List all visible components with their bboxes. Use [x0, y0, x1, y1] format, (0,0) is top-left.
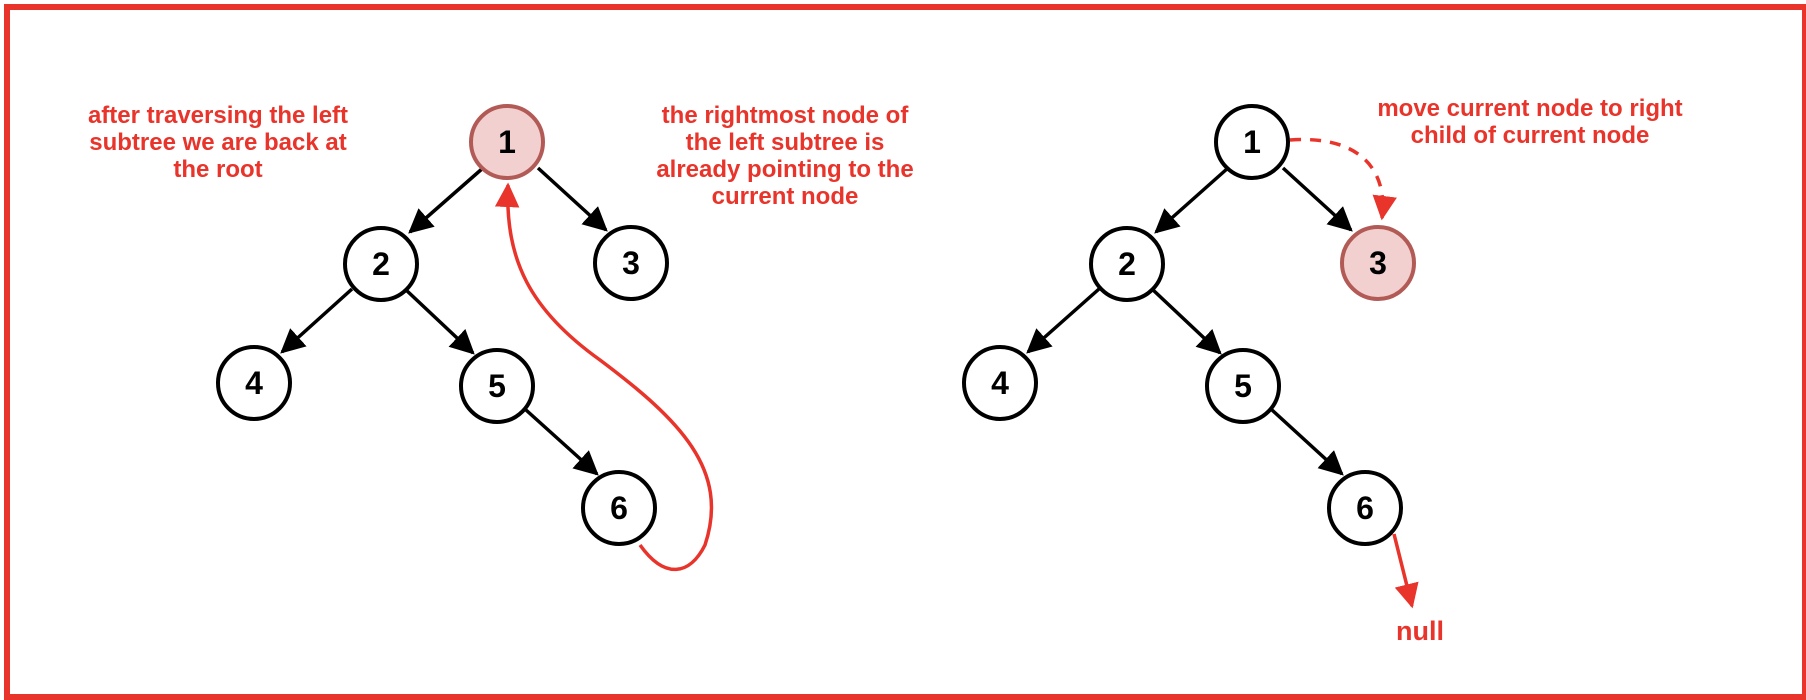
edge-2-5: [403, 287, 475, 355]
left-node-4: 4: [216, 345, 292, 421]
right-node-5: 5: [1205, 348, 1281, 424]
left-node-1-label: 1: [498, 124, 516, 160]
edge-2-5: [1150, 287, 1222, 355]
edge-1-3: [1281, 166, 1353, 232]
left-node-5-label: 5: [488, 368, 506, 404]
edge-1-2: [1154, 166, 1230, 234]
annotation-back-at-root: after traversing the left subtree we are…: [87, 102, 349, 183]
right-node-4: 4: [962, 345, 1038, 421]
right-node-1-label: 1: [1243, 124, 1261, 160]
right-node-4-label: 4: [991, 365, 1009, 401]
left-node-3-label: 3: [622, 245, 640, 281]
right-node-1: 1: [1214, 104, 1290, 180]
right-node-3: 3: [1340, 225, 1416, 301]
left-tree-edges: [280, 166, 608, 476]
edge-1-3: [536, 166, 608, 232]
thread-arrow-6-to-1: [494, 182, 714, 572]
left-node-4-label: 4: [245, 365, 263, 401]
edge-1-2: [408, 166, 485, 234]
annotation-move-current: move current node to right child of curr…: [1377, 95, 1683, 149]
left-node-1: 1: [469, 104, 545, 180]
right-node-5-label: 5: [1234, 368, 1252, 404]
left-node-3: 3: [593, 225, 669, 301]
edge-2-4: [1026, 287, 1101, 354]
edge-5-6: [1270, 408, 1344, 476]
right-node-6: 6: [1327, 470, 1403, 546]
left-node-2: 2: [343, 226, 419, 302]
right-node-2-label: 2: [1118, 246, 1136, 282]
edge-5-6: [524, 408, 599, 476]
null-label: null: [1396, 616, 1444, 646]
move-current-arrow: [1289, 137, 1397, 221]
annotation-rightmost-node-pointing: the rightmost node of the left subtree i…: [656, 102, 914, 210]
right-node-2: 2: [1089, 226, 1165, 302]
left-node-6: 6: [581, 470, 657, 546]
left-node-6-label: 6: [610, 490, 628, 526]
outer-frame: [4, 4, 1806, 700]
left-node-2-label: 2: [372, 246, 390, 282]
right-node-6-label: 6: [1356, 490, 1374, 526]
left-node-5: 5: [459, 348, 535, 424]
right-tree-edges: [1026, 166, 1353, 476]
null-pointer-arrow: [1392, 533, 1419, 609]
edge-2-4: [280, 287, 354, 354]
right-node-3-label: 3: [1369, 245, 1387, 281]
